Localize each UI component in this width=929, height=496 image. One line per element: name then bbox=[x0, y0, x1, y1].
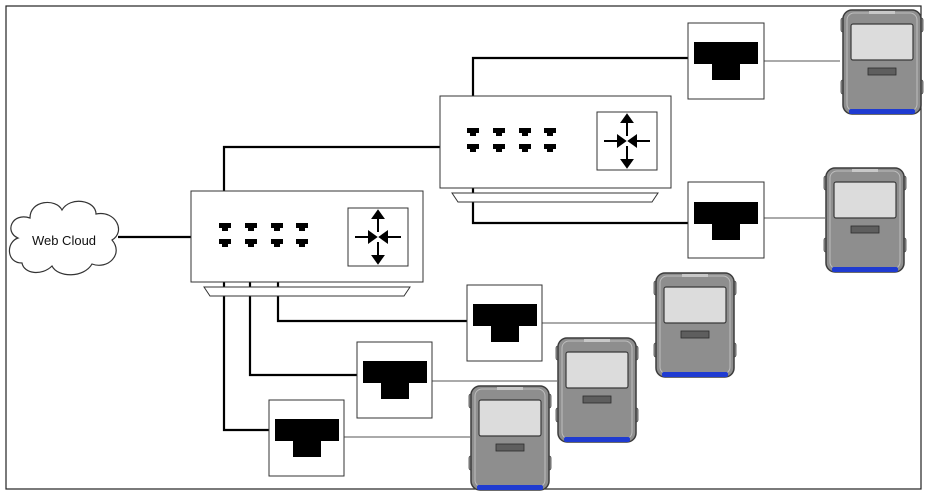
jack-device-links bbox=[344, 60, 840, 438]
secondary-switch bbox=[439, 95, 672, 203]
device-1 bbox=[840, 9, 924, 115]
diagram-frame bbox=[5, 5, 922, 490]
cable-switch-to-jack-5 bbox=[222, 245, 269, 432]
wall-jack-5 bbox=[268, 399, 345, 477]
main-switch bbox=[190, 190, 424, 297]
device-2 bbox=[823, 167, 907, 273]
device-5 bbox=[468, 385, 552, 491]
switch-arrows-icon bbox=[596, 111, 658, 171]
switch-arrows-icon bbox=[347, 207, 409, 267]
cloud-label: Web Cloud bbox=[32, 233, 96, 248]
cloud-icon: Web Cloud bbox=[8, 200, 119, 276]
device-3 bbox=[653, 272, 737, 378]
wall-jack-4 bbox=[356, 341, 433, 419]
device-4 bbox=[555, 337, 639, 443]
wall-jack-1 bbox=[687, 22, 765, 100]
wall-jack-2 bbox=[687, 181, 765, 259]
wall-jack-3 bbox=[466, 284, 543, 362]
